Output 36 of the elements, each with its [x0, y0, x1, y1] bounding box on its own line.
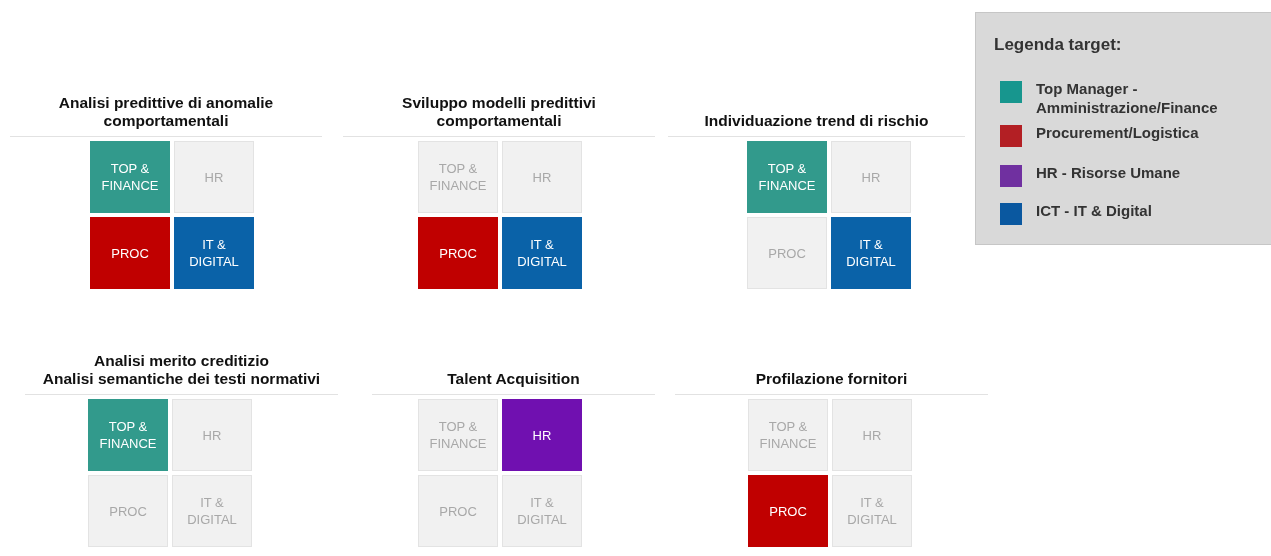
target-tile: TOP & FINANCE	[748, 399, 828, 471]
target-tile: HR	[831, 141, 911, 213]
target-tile: IT & DIGITAL	[502, 475, 582, 547]
target-tile: TOP & FINANCE	[418, 141, 498, 213]
target-tile: HR	[502, 399, 582, 471]
panel-title: Analisi predittive di anomalie comportamentali	[57, 94, 275, 130]
panel-title: Individuazione trend di rischio	[703, 112, 930, 130]
legend-label: Top Manager - Amministrazione/Finance	[1036, 79, 1219, 117]
target-tile: PROC	[747, 217, 827, 289]
legend-label: ICT - IT & Digital	[1036, 201, 1153, 220]
target-tile: TOP & FINANCE	[418, 399, 498, 471]
target-tile: HR	[174, 141, 254, 213]
target-tile: PROC	[90, 217, 170, 289]
panel-title: Talent Acquisition	[446, 370, 581, 388]
target-tile: PROC	[418, 475, 498, 547]
target-tile: IT & DIGITAL	[502, 217, 582, 289]
panel-title: Profilazione fornitori	[754, 370, 909, 388]
target-tile: TOP & FINANCE	[88, 399, 168, 471]
target-tile: PROC	[418, 217, 498, 289]
target-tile: IT & DIGITAL	[832, 475, 912, 547]
panel-title: Analisi merito creditizio	[93, 352, 270, 370]
legend-label: HR - Risorse Umane	[1036, 163, 1182, 182]
target-tile: TOP & FINANCE	[747, 141, 827, 213]
target-tile: IT & DIGITAL	[172, 475, 252, 547]
legend-title: Legenda target:	[994, 35, 1122, 55]
target-tile: HR	[832, 399, 912, 471]
target-tile: IT & DIGITAL	[831, 217, 911, 289]
panel-title: Sviluppo modelli predittivi comportamentali	[401, 94, 597, 130]
panel-title: Analisi semantiche dei testi normativi	[41, 370, 322, 388]
legend-label: Procurement/Logistica	[1036, 123, 1200, 142]
target-tile: PROC	[748, 475, 828, 547]
target-tile: IT & DIGITAL	[174, 217, 254, 289]
target-tile: TOP & FINANCE	[90, 141, 170, 213]
target-tile: HR	[502, 141, 582, 213]
target-tile: HR	[172, 399, 252, 471]
target-tile: PROC	[88, 475, 168, 547]
